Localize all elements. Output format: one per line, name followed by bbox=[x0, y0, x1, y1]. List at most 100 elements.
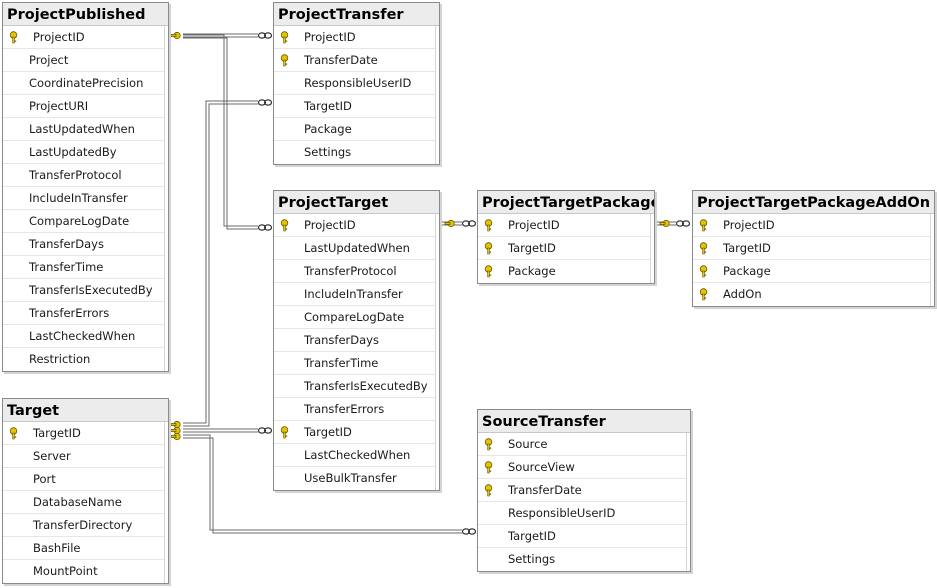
column-row[interactable]: ProjectID bbox=[274, 214, 435, 237]
column-row[interactable]: LastCheckedWhen bbox=[3, 325, 164, 348]
column-name: TransferErrors bbox=[304, 402, 385, 416]
key-icon bbox=[484, 265, 493, 278]
column-name: ResponsibleUserID bbox=[508, 506, 616, 520]
column-row[interactable]: LastUpdatedBy bbox=[3, 141, 164, 164]
column-row[interactable]: Project bbox=[3, 49, 164, 72]
column-row[interactable]: Package bbox=[693, 260, 930, 283]
column-row[interactable]: AddOn bbox=[693, 283, 930, 306]
infinity-icon bbox=[675, 220, 691, 227]
column-row[interactable]: TransferDays bbox=[3, 233, 164, 256]
column-row[interactable]: TransferIsExecutedBy bbox=[3, 279, 164, 302]
column-row[interactable]: MountPoint bbox=[3, 560, 164, 583]
column-row[interactable]: TransferProtocol bbox=[274, 260, 435, 283]
column-row[interactable]: CompareLogDate bbox=[274, 306, 435, 329]
column-name: IncludeInTransfer bbox=[29, 191, 128, 205]
infinity-icon bbox=[461, 528, 477, 535]
column-row[interactable]: TransferTime bbox=[3, 256, 164, 279]
column-row[interactable]: TransferDate bbox=[274, 49, 435, 72]
column-row[interactable]: TransferDays bbox=[274, 329, 435, 352]
column-row[interactable]: Package bbox=[274, 118, 435, 141]
column-name: TargetID bbox=[304, 99, 352, 113]
column-name: LastCheckedWhen bbox=[304, 448, 411, 462]
column-name: TargetID bbox=[723, 241, 771, 255]
column-row[interactable]: LastCheckedWhen bbox=[274, 444, 435, 467]
column-row[interactable]: Server bbox=[3, 445, 164, 468]
column-row[interactable]: BashFile bbox=[3, 537, 164, 560]
table-title: ProjectTargetPackage bbox=[478, 191, 654, 214]
column-row[interactable]: TargetID bbox=[478, 237, 650, 260]
table-project-published[interactable]: ProjectPublished ProjectID Project Coord… bbox=[2, 2, 169, 372]
key-icon bbox=[699, 288, 708, 301]
key-icon bbox=[484, 484, 493, 497]
column-name: ResponsibleUserID bbox=[304, 76, 412, 90]
column-row[interactable]: ProjectID bbox=[693, 214, 930, 237]
key-icon bbox=[280, 219, 289, 232]
column-row[interactable]: Source bbox=[478, 433, 686, 456]
column-row[interactable]: TargetID bbox=[274, 95, 435, 118]
column-row[interactable]: ResponsibleUserID bbox=[274, 72, 435, 95]
column-list: ProjectID LastUpdatedWhen TransferProtoc… bbox=[274, 214, 436, 490]
table-source-transfer[interactable]: SourceTransfer Source SourceView Transfe… bbox=[477, 409, 691, 572]
column-row[interactable]: TransferDate bbox=[478, 479, 686, 502]
table-project-target[interactable]: ProjectTarget ProjectID LastUpdatedWhen … bbox=[273, 190, 440, 491]
column-row[interactable]: Settings bbox=[478, 548, 686, 571]
column-row[interactable]: TransferDirectory bbox=[3, 514, 164, 537]
column-list: TargetID Server Port DatabaseName Transf… bbox=[3, 422, 165, 583]
table-title: ProjectTargetPackageAddOn bbox=[693, 191, 934, 214]
column-name: TargetID bbox=[508, 529, 556, 543]
column-name: Package bbox=[723, 264, 771, 278]
infinity-icon bbox=[257, 427, 273, 434]
column-name: TransferErrors bbox=[29, 306, 110, 320]
column-name: TransferProtocol bbox=[304, 264, 397, 278]
key-end-icon bbox=[170, 420, 181, 429]
column-row[interactable]: ProjectID bbox=[478, 214, 650, 237]
column-row[interactable]: TargetID bbox=[478, 525, 686, 548]
column-name: Port bbox=[33, 472, 56, 486]
column-name: CompareLogDate bbox=[29, 214, 130, 228]
table-project-transfer[interactable]: ProjectTransfer ProjectID TransferDate R… bbox=[273, 2, 440, 165]
column-row[interactable]: ProjectID bbox=[274, 26, 435, 49]
column-row[interactable]: LastUpdatedWhen bbox=[3, 118, 164, 141]
column-row[interactable]: TransferTime bbox=[274, 352, 435, 375]
column-name: CoordinatePrecision bbox=[29, 76, 144, 90]
table-project-target-package[interactable]: ProjectTargetPackage ProjectID TargetID … bbox=[477, 190, 655, 284]
table-title: Target bbox=[3, 399, 168, 422]
column-row[interactable]: Port bbox=[3, 468, 164, 491]
table-target[interactable]: Target TargetID Server Port DatabaseName… bbox=[2, 398, 169, 584]
column-row[interactable]: TransferErrors bbox=[3, 302, 164, 325]
table-title: ProjectTarget bbox=[274, 191, 439, 214]
key-icon bbox=[699, 219, 708, 232]
key-end-icon bbox=[170, 426, 181, 435]
column-name: TransferProtocol bbox=[29, 168, 122, 182]
column-row[interactable]: DatabaseName bbox=[3, 491, 164, 514]
column-list: ProjectID TargetID Package AddOn bbox=[693, 214, 931, 306]
column-name: LastUpdatedWhen bbox=[304, 241, 410, 255]
column-row[interactable]: ProjectID bbox=[3, 26, 164, 49]
column-name: LastCheckedWhen bbox=[29, 329, 136, 343]
column-row[interactable]: TargetID bbox=[693, 237, 930, 260]
key-icon bbox=[9, 427, 18, 440]
table-project-target-package-addon[interactable]: ProjectTargetPackageAddOn ProjectID Targ… bbox=[692, 190, 935, 307]
column-name: TransferTime bbox=[304, 356, 379, 370]
column-row[interactable]: Restriction bbox=[3, 348, 164, 371]
key-end-icon bbox=[170, 432, 181, 441]
column-name: ProjectID bbox=[304, 30, 356, 44]
column-row[interactable]: TransferErrors bbox=[274, 398, 435, 421]
column-row[interactable]: Settings bbox=[274, 141, 435, 164]
column-row[interactable]: CoordinatePrecision bbox=[3, 72, 164, 95]
column-row[interactable]: Package bbox=[478, 260, 650, 283]
column-row[interactable]: UseBulkTransfer bbox=[274, 467, 435, 490]
column-row[interactable]: CompareLogDate bbox=[3, 210, 164, 233]
column-row[interactable]: ProjectURI bbox=[3, 95, 164, 118]
column-row[interactable]: LastUpdatedWhen bbox=[274, 237, 435, 260]
column-row[interactable]: TargetID bbox=[274, 421, 435, 444]
column-row[interactable]: TransferIsExecutedBy bbox=[274, 375, 435, 398]
column-row[interactable]: IncludeInTransfer bbox=[3, 187, 164, 210]
column-row[interactable]: ResponsibleUserID bbox=[478, 502, 686, 525]
column-name: TargetID bbox=[304, 425, 352, 439]
column-row[interactable]: IncludeInTransfer bbox=[274, 283, 435, 306]
column-row[interactable]: SourceView bbox=[478, 456, 686, 479]
column-row[interactable]: TransferProtocol bbox=[3, 164, 164, 187]
column-row[interactable]: TargetID bbox=[3, 422, 164, 445]
